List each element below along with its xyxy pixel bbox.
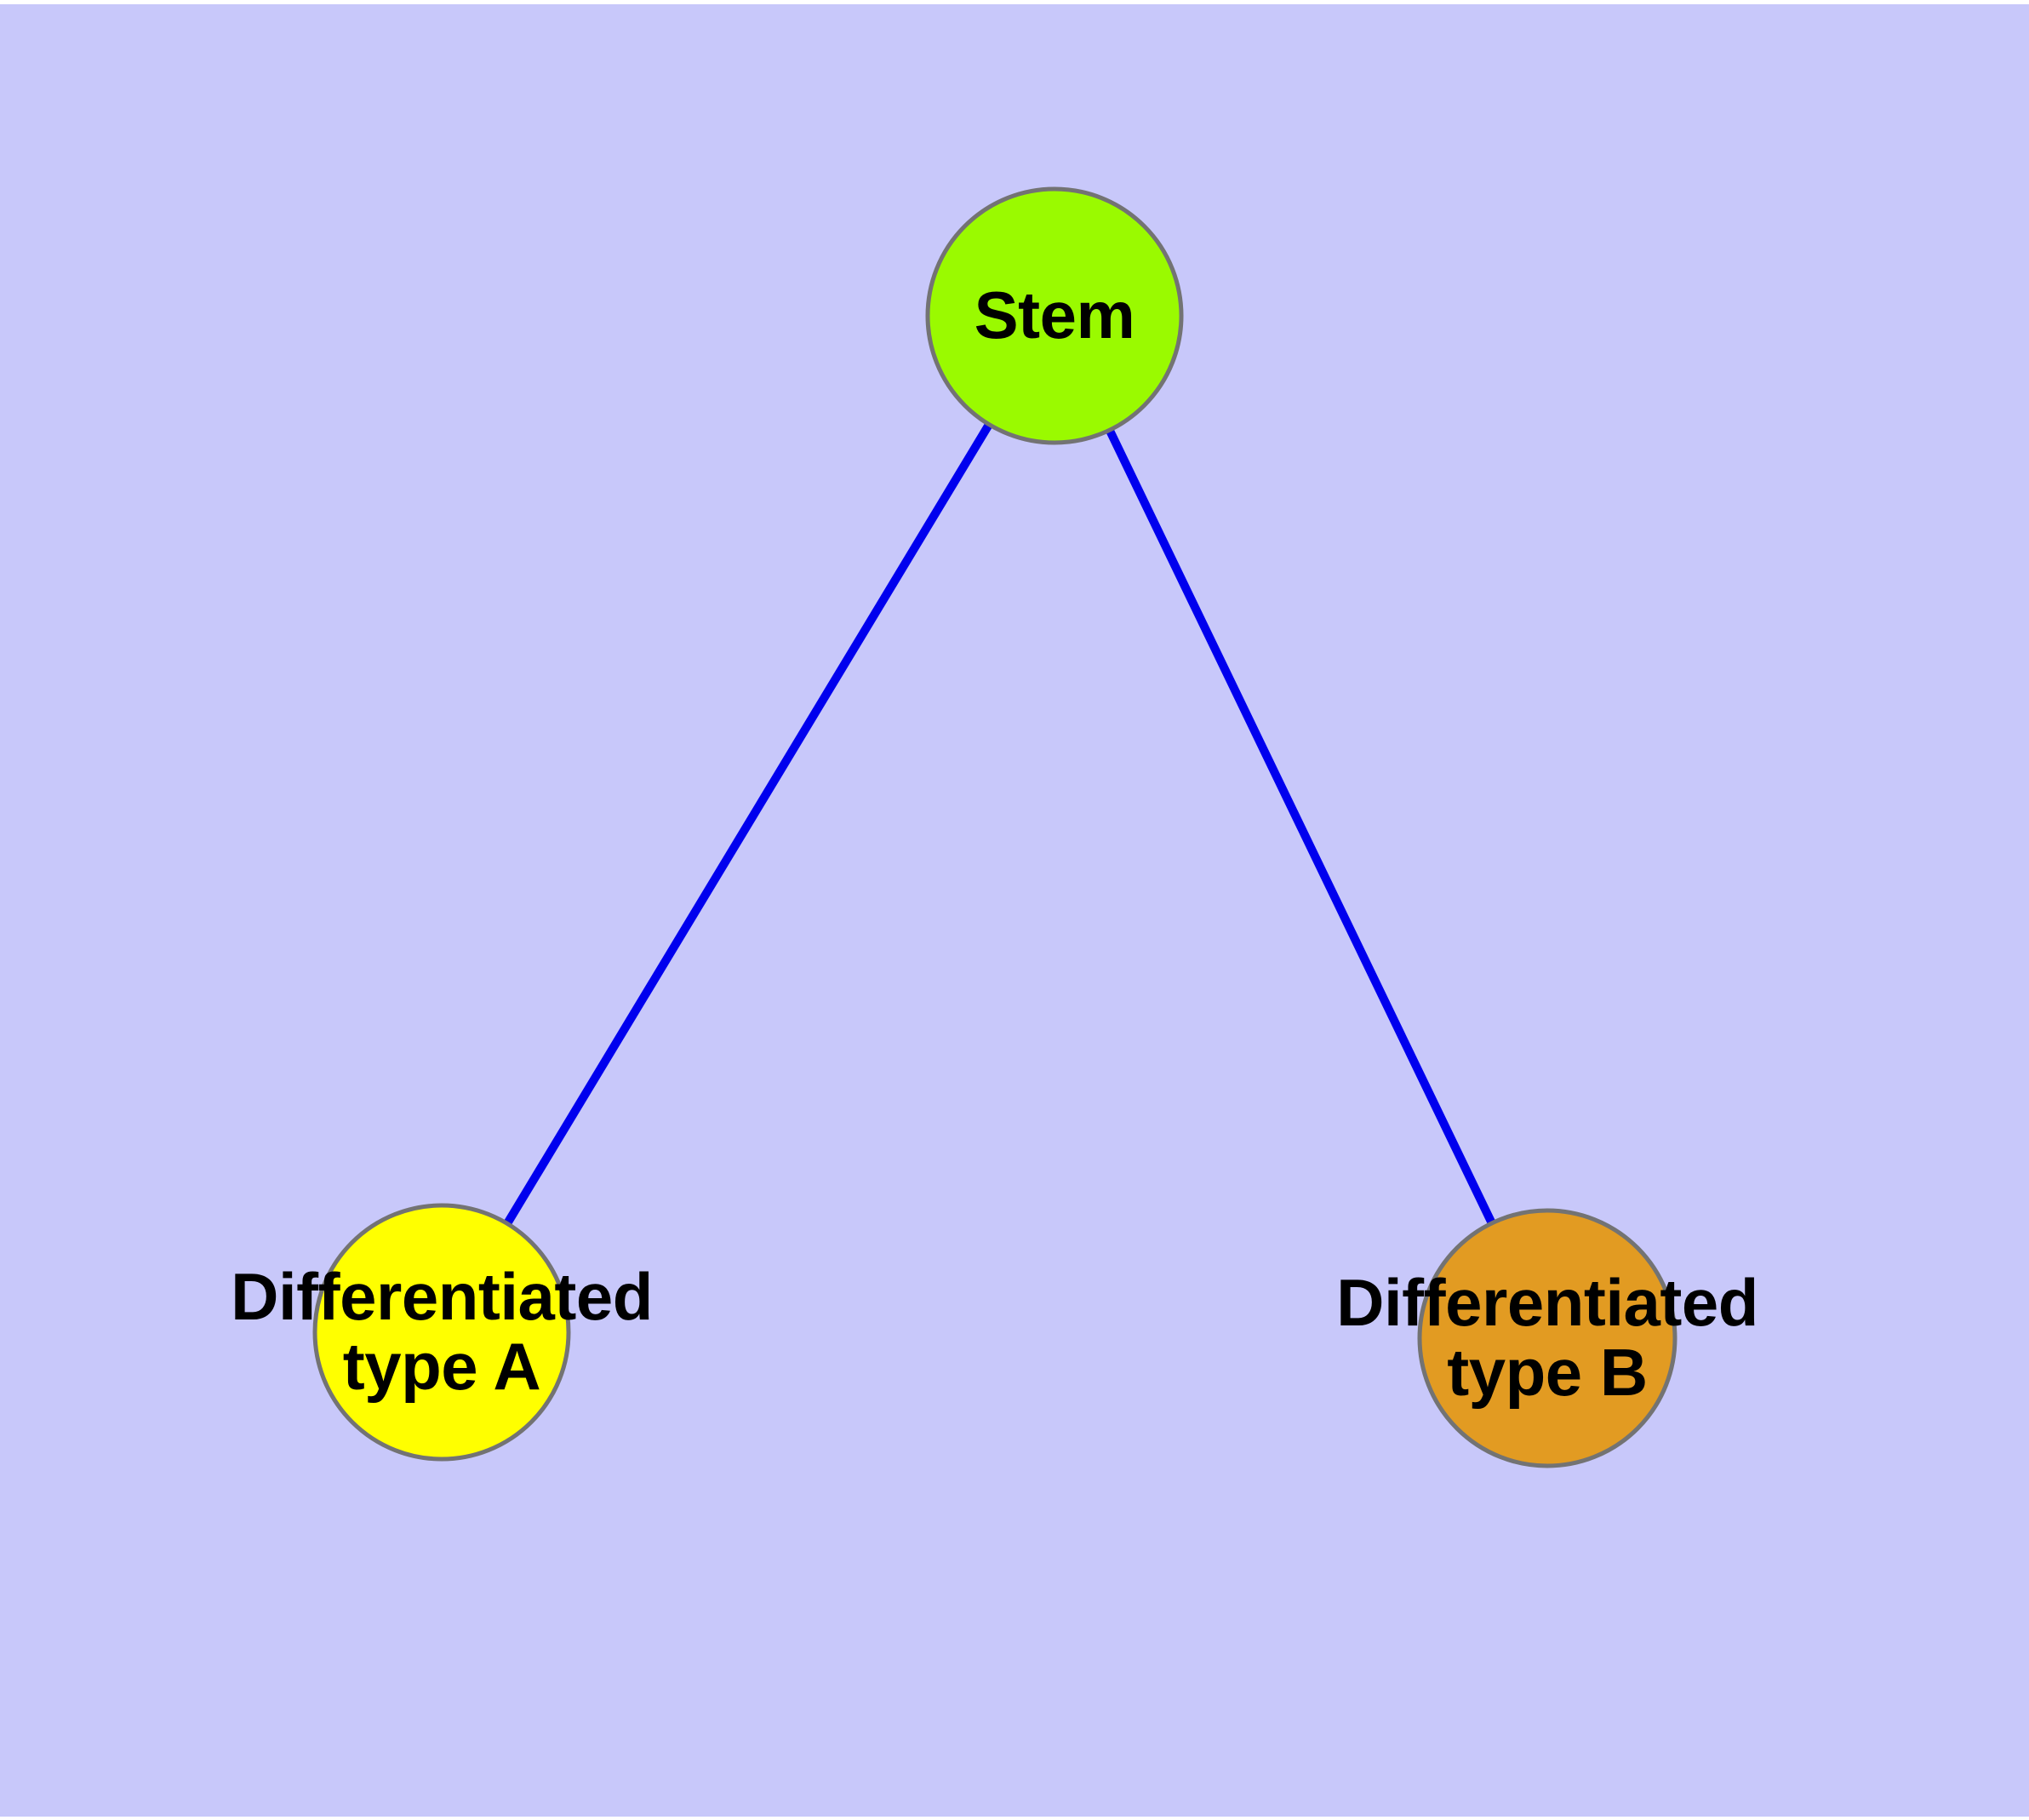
graph-edge-stem-to-a[interactable] — [502, 421, 994, 1228]
graph-node-diff_b[interactable] — [1417, 1208, 1677, 1468]
graph-node-diff_a[interactable] — [312, 1203, 571, 1462]
graph-node-stem[interactable] — [925, 186, 1184, 445]
canvas-bottom-border — [0, 1817, 2029, 1820]
graph-edge-stem-to-b[interactable] — [1105, 426, 1497, 1227]
canvas-top-border — [0, 0, 2029, 4]
edge-layer — [502, 421, 1497, 1228]
node-layer — [312, 186, 1677, 1468]
